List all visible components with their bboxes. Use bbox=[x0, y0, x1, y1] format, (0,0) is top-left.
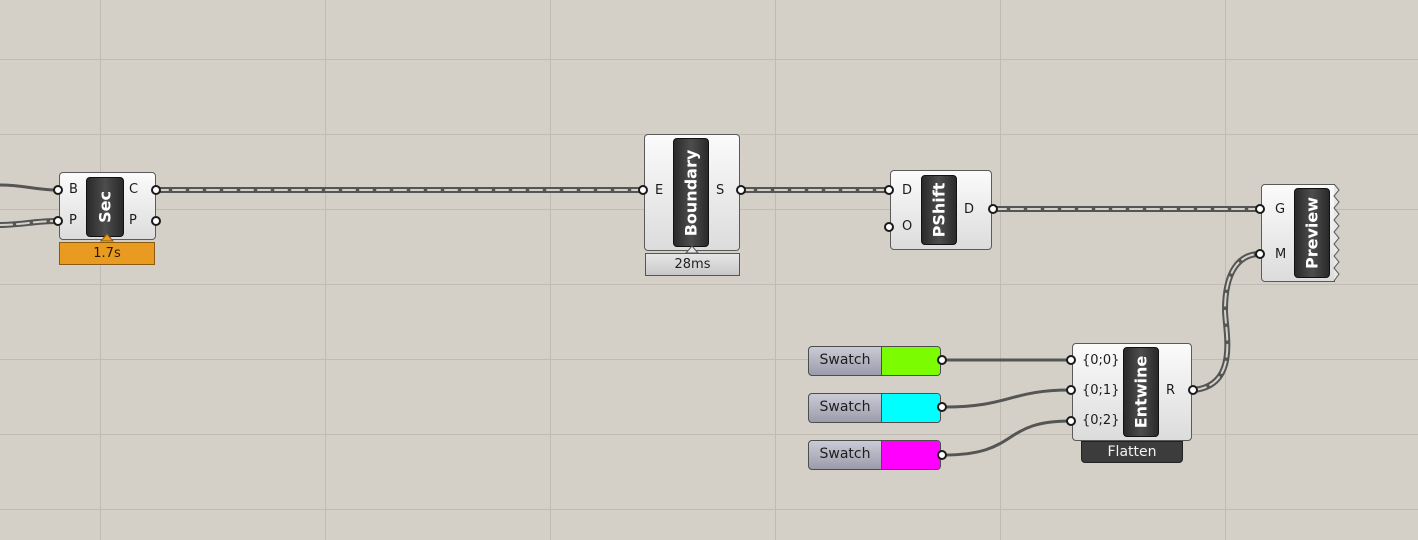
sec-component[interactable]: B P Sec C P bbox=[59, 172, 156, 240]
entwine-input-0-label: {0;0} bbox=[1082, 353, 1120, 368]
preview-component[interactable]: G M Preview bbox=[1261, 184, 1335, 282]
pshift-input-d-label: D bbox=[902, 183, 913, 198]
pshift-component[interactable]: D O PShift D bbox=[890, 170, 992, 250]
sec-output-p-label: P bbox=[129, 213, 137, 228]
swatch-green[interactable]: Swatch bbox=[808, 346, 941, 376]
entwine-core[interactable]: Entwine bbox=[1123, 347, 1159, 437]
boundary-core[interactable]: Boundary bbox=[673, 138, 709, 247]
boundary-component[interactable]: E Boundary S bbox=[644, 134, 740, 251]
swatch-magenta[interactable]: Swatch bbox=[808, 440, 941, 470]
boundary-input-e-label: E bbox=[655, 183, 664, 198]
preview-input-g-label: G bbox=[1275, 202, 1286, 217]
preview-name: Preview bbox=[1302, 196, 1322, 270]
entwine-input-2-label: {0;2} bbox=[1082, 413, 1120, 428]
sec-name: Sec bbox=[95, 191, 115, 223]
sec-timing-badge: 1.7s bbox=[59, 242, 155, 265]
boundary-timing: 28ms bbox=[674, 257, 711, 272]
entwine-output-r-label: R bbox=[1166, 383, 1176, 398]
wire-in-p bbox=[0, 218, 60, 228]
swatch-cyan[interactable]: Swatch bbox=[808, 393, 941, 423]
swatch-label: Swatch bbox=[819, 399, 871, 415]
pshift-name: PShift bbox=[929, 182, 949, 238]
entwine-component[interactable]: {0;0} {0;1} {0;2} Entwine R bbox=[1072, 343, 1192, 441]
sec-core[interactable]: Sec bbox=[86, 177, 124, 237]
wire-entwine-preview bbox=[1191, 251, 1261, 393]
entwine-input-1-label: {0;1} bbox=[1082, 383, 1120, 398]
swatch-color[interactable] bbox=[881, 394, 940, 422]
preview-core[interactable]: Preview bbox=[1294, 188, 1330, 278]
preview-input-m-label: M bbox=[1275, 247, 1287, 262]
sec-output-c-label: C bbox=[129, 182, 139, 197]
sec-input-b-label: B bbox=[69, 182, 78, 197]
swatch-color[interactable] bbox=[881, 441, 940, 469]
pshift-core[interactable]: PShift bbox=[921, 175, 957, 245]
wire-swatch2 bbox=[942, 388, 1072, 409]
swatch-label: Swatch bbox=[819, 446, 871, 462]
sec-input-p-label: P bbox=[69, 213, 77, 228]
boundary-timing-badge: 28ms bbox=[645, 253, 740, 276]
pshift-input-o-label: O bbox=[902, 219, 913, 234]
preview-jagged-edge bbox=[1333, 184, 1340, 282]
entwine-flatten-badge[interactable]: Flatten bbox=[1081, 441, 1183, 463]
swatch-label: Swatch bbox=[819, 352, 871, 368]
entwine-name: Entwine bbox=[1131, 355, 1151, 429]
wire-swatch3 bbox=[942, 419, 1072, 457]
wire-in-b bbox=[0, 183, 59, 192]
boundary-output-s-label: S bbox=[716, 183, 725, 198]
entwine-flatten-label: Flatten bbox=[1107, 444, 1157, 460]
pshift-output-d-label: D bbox=[964, 202, 975, 217]
sec-timing: 1.7s bbox=[93, 246, 121, 261]
boundary-name: Boundary bbox=[681, 149, 701, 236]
swatch-color[interactable] bbox=[881, 347, 940, 375]
